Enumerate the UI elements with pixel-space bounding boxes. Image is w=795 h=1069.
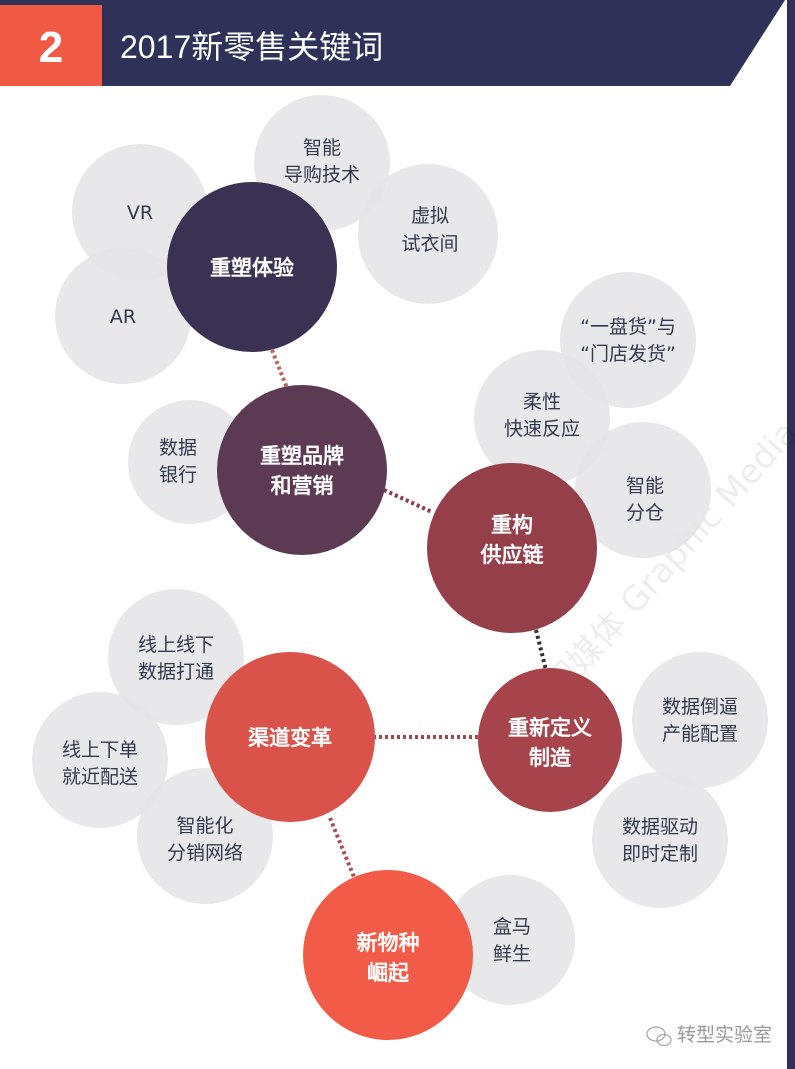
svg-text:线上下单: 线上下单 — [62, 739, 138, 761]
svg-text:盒马: 盒马 — [493, 916, 531, 938]
svg-text:虚拟: 虚拟 — [411, 205, 449, 227]
svg-text:银行: 银行 — [159, 464, 197, 486]
svg-text:数据打通: 数据打通 — [138, 661, 214, 683]
connector — [328, 817, 358, 883]
svg-text:“门店发货”: “门店发货” — [580, 343, 676, 365]
svg-text:分仓: 分仓 — [626, 502, 664, 524]
svg-text:渠道变革: 渠道变革 — [248, 726, 332, 750]
svg-text:智能化: 智能化 — [176, 815, 233, 837]
svg-text:“一盘货”与: “一盘货”与 — [580, 316, 676, 338]
svg-text:制造: 制造 — [529, 746, 572, 770]
svg-text:重构: 重构 — [491, 513, 533, 537]
svg-text:重塑体验: 重塑体验 — [210, 256, 294, 280]
svg-text:就近配送: 就近配送 — [62, 766, 138, 788]
svg-text:产能配置: 产能配置 — [662, 723, 738, 745]
svg-text:数据倒逼: 数据倒逼 — [662, 696, 738, 718]
connector — [534, 629, 548, 671]
satellite-one-inventory: “一盘货”与 “门店发货” — [560, 272, 696, 408]
svg-text:柔性: 柔性 — [523, 391, 561, 413]
svg-text:分销网络: 分销网络 — [167, 842, 243, 864]
satellite-ar: AR — [55, 248, 191, 384]
svg-text:智能: 智能 — [626, 475, 664, 497]
header-band — [0, 0, 785, 86]
hub-channel-transformation: 渠道变革 — [205, 652, 375, 822]
svg-text:即时定制: 即时定制 — [622, 843, 698, 865]
page-title: 2017新零售关键词 — [120, 29, 383, 65]
svg-text:快速反应: 快速反应 — [504, 418, 580, 440]
svg-text:重塑品牌: 重塑品牌 — [260, 444, 344, 468]
svg-text:AR: AR — [110, 306, 136, 328]
svg-text:崛起: 崛起 — [367, 961, 410, 985]
header-number: 2 — [39, 23, 63, 72]
svg-text:供应链: 供应链 — [480, 543, 545, 567]
svg-text:数据驱动: 数据驱动 — [622, 816, 698, 838]
svg-text:导购技术: 导购技术 — [284, 164, 360, 186]
wechat-icon — [646, 1026, 672, 1047]
right-border — [787, 0, 795, 1069]
hub-reshape-experience: 重塑体验 — [167, 182, 337, 352]
svg-text:新物种: 新物种 — [357, 931, 420, 955]
svg-text:数据: 数据 — [159, 437, 197, 459]
svg-text:试衣间: 试衣间 — [401, 233, 458, 255]
connector — [383, 488, 433, 514]
connectors — [270, 349, 548, 883]
wechat-account-logo: 转型实验室 — [646, 1024, 772, 1047]
svg-text:线上线下: 线上线下 — [138, 634, 214, 656]
svg-text:智能: 智能 — [303, 137, 341, 159]
connector — [270, 349, 289, 389]
svg-text:和营销: 和营销 — [271, 474, 334, 498]
svg-text:VR: VR — [127, 202, 153, 224]
svg-text:重新定义: 重新定义 — [508, 716, 592, 740]
svg-text:鲜生: 鲜生 — [493, 943, 531, 965]
account-name: 转型实验室 — [677, 1024, 772, 1046]
header-number-box — [0, 5, 102, 86]
